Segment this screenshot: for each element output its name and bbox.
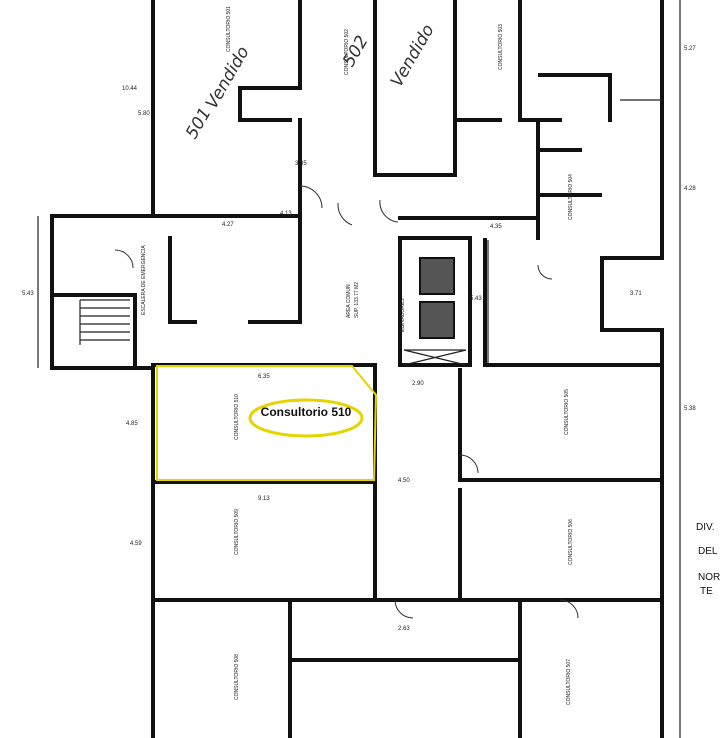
room-label-505: CONSULTORIO 505 xyxy=(564,389,570,435)
handwritten-502-status: Vendido xyxy=(387,21,439,90)
dim-18: 9.13 xyxy=(258,496,270,502)
dim-3: 3.71 xyxy=(630,291,642,297)
side-note-line2: DEL xyxy=(698,546,718,557)
dim-14: 4.50 xyxy=(398,478,410,484)
room-label-501: CONSULTORIO 501 xyxy=(226,6,232,52)
consultorio-510-label: Consultorio 510 xyxy=(261,405,352,419)
consultorio-510-outline xyxy=(156,365,378,481)
room-label-508: CONSULTORIO 508 xyxy=(234,654,240,700)
dim-16: 5.43 xyxy=(470,296,482,302)
dim-10: 4.13 xyxy=(280,211,292,217)
side-note-line1: DIV. xyxy=(696,522,715,533)
emergency-stair xyxy=(50,293,137,370)
room-labels: CONSULTORIO 501 CONSULTORIO 502 CONSULTO… xyxy=(141,6,574,705)
dim-2: 4.28 xyxy=(684,186,696,192)
dim-13: 6.35 xyxy=(258,374,270,380)
dim-17: 4.85 xyxy=(126,421,138,427)
room-label-507: CONSULTORIO 507 xyxy=(566,659,572,705)
doors xyxy=(114,185,579,619)
dim-6: 4.27 xyxy=(222,222,234,228)
corridor-walls xyxy=(151,363,664,738)
dim-19: 2.63 xyxy=(398,626,410,632)
room-label-escalera: ESCALERA DE EMERGENCIA xyxy=(141,245,147,315)
dim-8: 2.90 xyxy=(412,381,424,387)
room-label-510: CONSULTORIO 510 xyxy=(234,394,240,440)
room-label-504: CONSULTORIO 504 xyxy=(568,174,574,220)
central-core xyxy=(168,214,489,367)
dim-5: 5.43 xyxy=(22,291,34,297)
consultorio-510-ellipse xyxy=(248,398,364,438)
dim-7: 4.35 xyxy=(490,224,502,230)
handwritten-notes: 501 Vendido 502 Vendido xyxy=(182,21,439,142)
dim-12: 3.35 xyxy=(295,161,307,167)
dim-15: 10.44 xyxy=(122,86,138,92)
room-label-area-comun-sup: SUP. 133.77 M2 xyxy=(354,282,360,318)
dimension-labels: 5.27 4.28 3.71 5.38 5.43 4.27 4.35 2.90 … xyxy=(22,46,696,632)
side-note: DIV. DEL NOR TE xyxy=(696,522,720,597)
room-label-506: CONSULTORIO 506 xyxy=(568,519,574,565)
side-note-line4: TE xyxy=(700,586,713,597)
room-label-elevadores: ELEVADORES xyxy=(400,298,406,332)
room-label-503: CONSULTORIO 503 xyxy=(498,24,504,70)
dim-11: 4.59 xyxy=(130,541,142,547)
dim-1: 5.27 xyxy=(684,46,696,52)
handwritten-501-status: Vendido xyxy=(202,43,254,112)
consultorio-510-highlight: Consultorio 510 xyxy=(156,365,378,481)
dim-4: 5.38 xyxy=(684,406,696,412)
room-label-509: CONSULTORIO 509 xyxy=(234,509,240,555)
side-note-line3: NOR xyxy=(698,572,720,583)
dim-9: 5.80 xyxy=(138,111,150,117)
room-label-area-comun: AREA COMUN xyxy=(346,284,352,318)
handwritten-501: 501 xyxy=(182,104,216,142)
outer-walls xyxy=(37,0,681,738)
room-label-502: CONSULTORIO 502 xyxy=(344,29,350,75)
